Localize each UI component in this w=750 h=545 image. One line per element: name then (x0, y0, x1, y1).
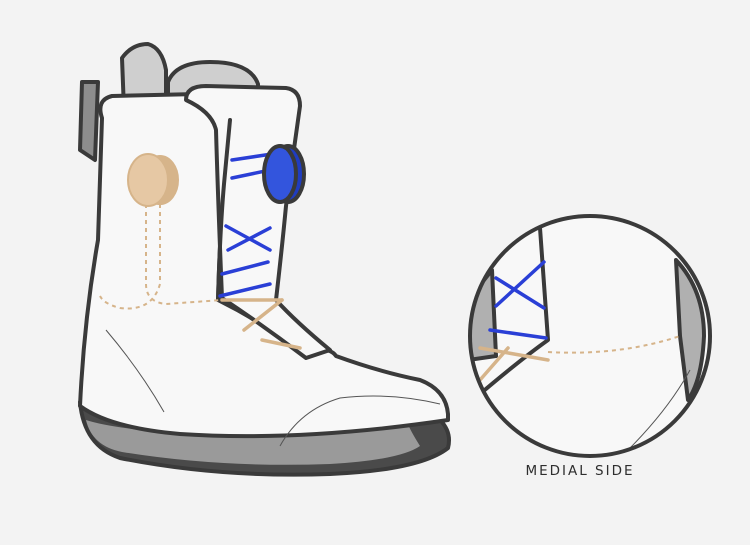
tongue (184, 84, 332, 360)
side-stitch-line (105, 329, 165, 413)
detail-right-panel (674, 258, 706, 402)
boa-dial-icon (262, 144, 306, 204)
medial-side-detail (468, 214, 712, 458)
tan-lace-guide-1 (145, 204, 223, 306)
midsole (86, 420, 420, 465)
tan-dial-icon (127, 153, 179, 207)
heel-tab (78, 80, 100, 162)
detail-caption: MEDIAL SIDE (525, 463, 635, 479)
tan-laces (220, 298, 302, 350)
lace-window-edge (216, 118, 232, 302)
toe-cap-line (279, 395, 441, 447)
tan-lace-guide-2 (99, 204, 161, 310)
boot (78, 42, 451, 477)
